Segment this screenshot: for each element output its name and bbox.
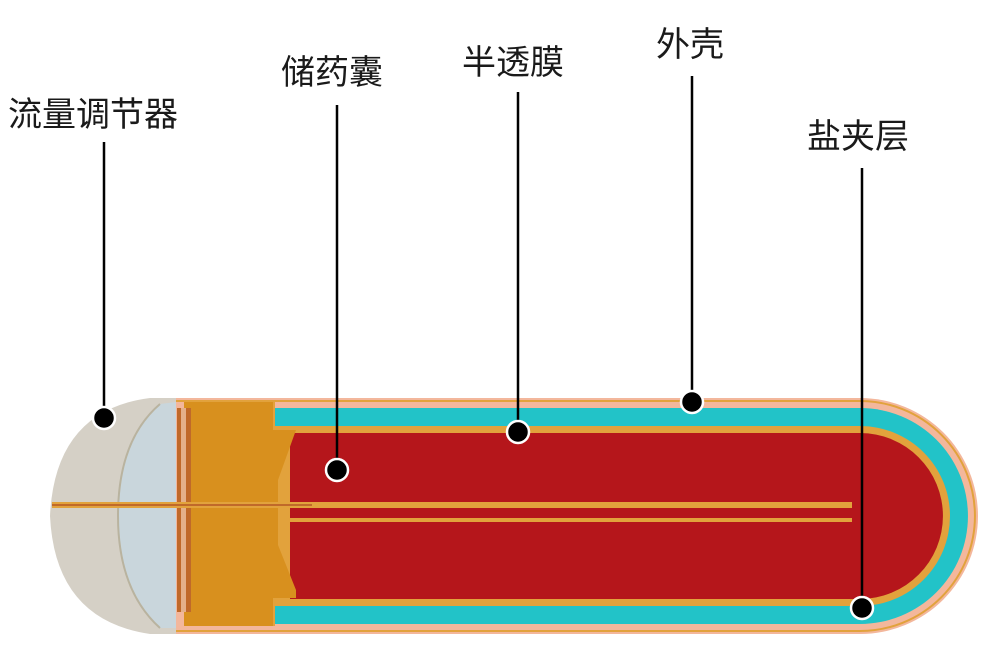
regulator-disc-shade — [181, 408, 186, 612]
drug-reservoir — [290, 433, 943, 599]
dot-salt-layer — [849, 595, 875, 621]
label-drug-reservoir: 储药囊 — [281, 53, 383, 93]
regulator-plug — [184, 402, 296, 626]
dot-drug-reservoir — [324, 457, 350, 483]
outer-shell-edge — [160, 400, 976, 632]
cap-divider-line — [116, 403, 161, 629]
device-body — [50, 398, 978, 634]
label-outer-shell: 外壳 — [656, 25, 724, 65]
dot-flow-regulator — [91, 405, 117, 431]
label-semipermeable-membrane: 半透膜 — [462, 43, 564, 83]
callouts — [91, 76, 875, 621]
flow-regulator-inner — [118, 402, 176, 628]
label-flow-regulator: 流量调节器 — [8, 95, 178, 135]
label-salt-layer: 盐夹层 — [807, 117, 909, 157]
regulator-rod-core — [52, 504, 312, 506]
dot-outer-shell — [679, 389, 705, 415]
labels: 流量调节器 储药囊 半透膜 外壳 盐夹层 — [8, 25, 909, 157]
dot-semipermeable-membrane — [505, 419, 531, 445]
regulator-rod — [52, 502, 852, 508]
rod-lower-line — [280, 518, 852, 522]
